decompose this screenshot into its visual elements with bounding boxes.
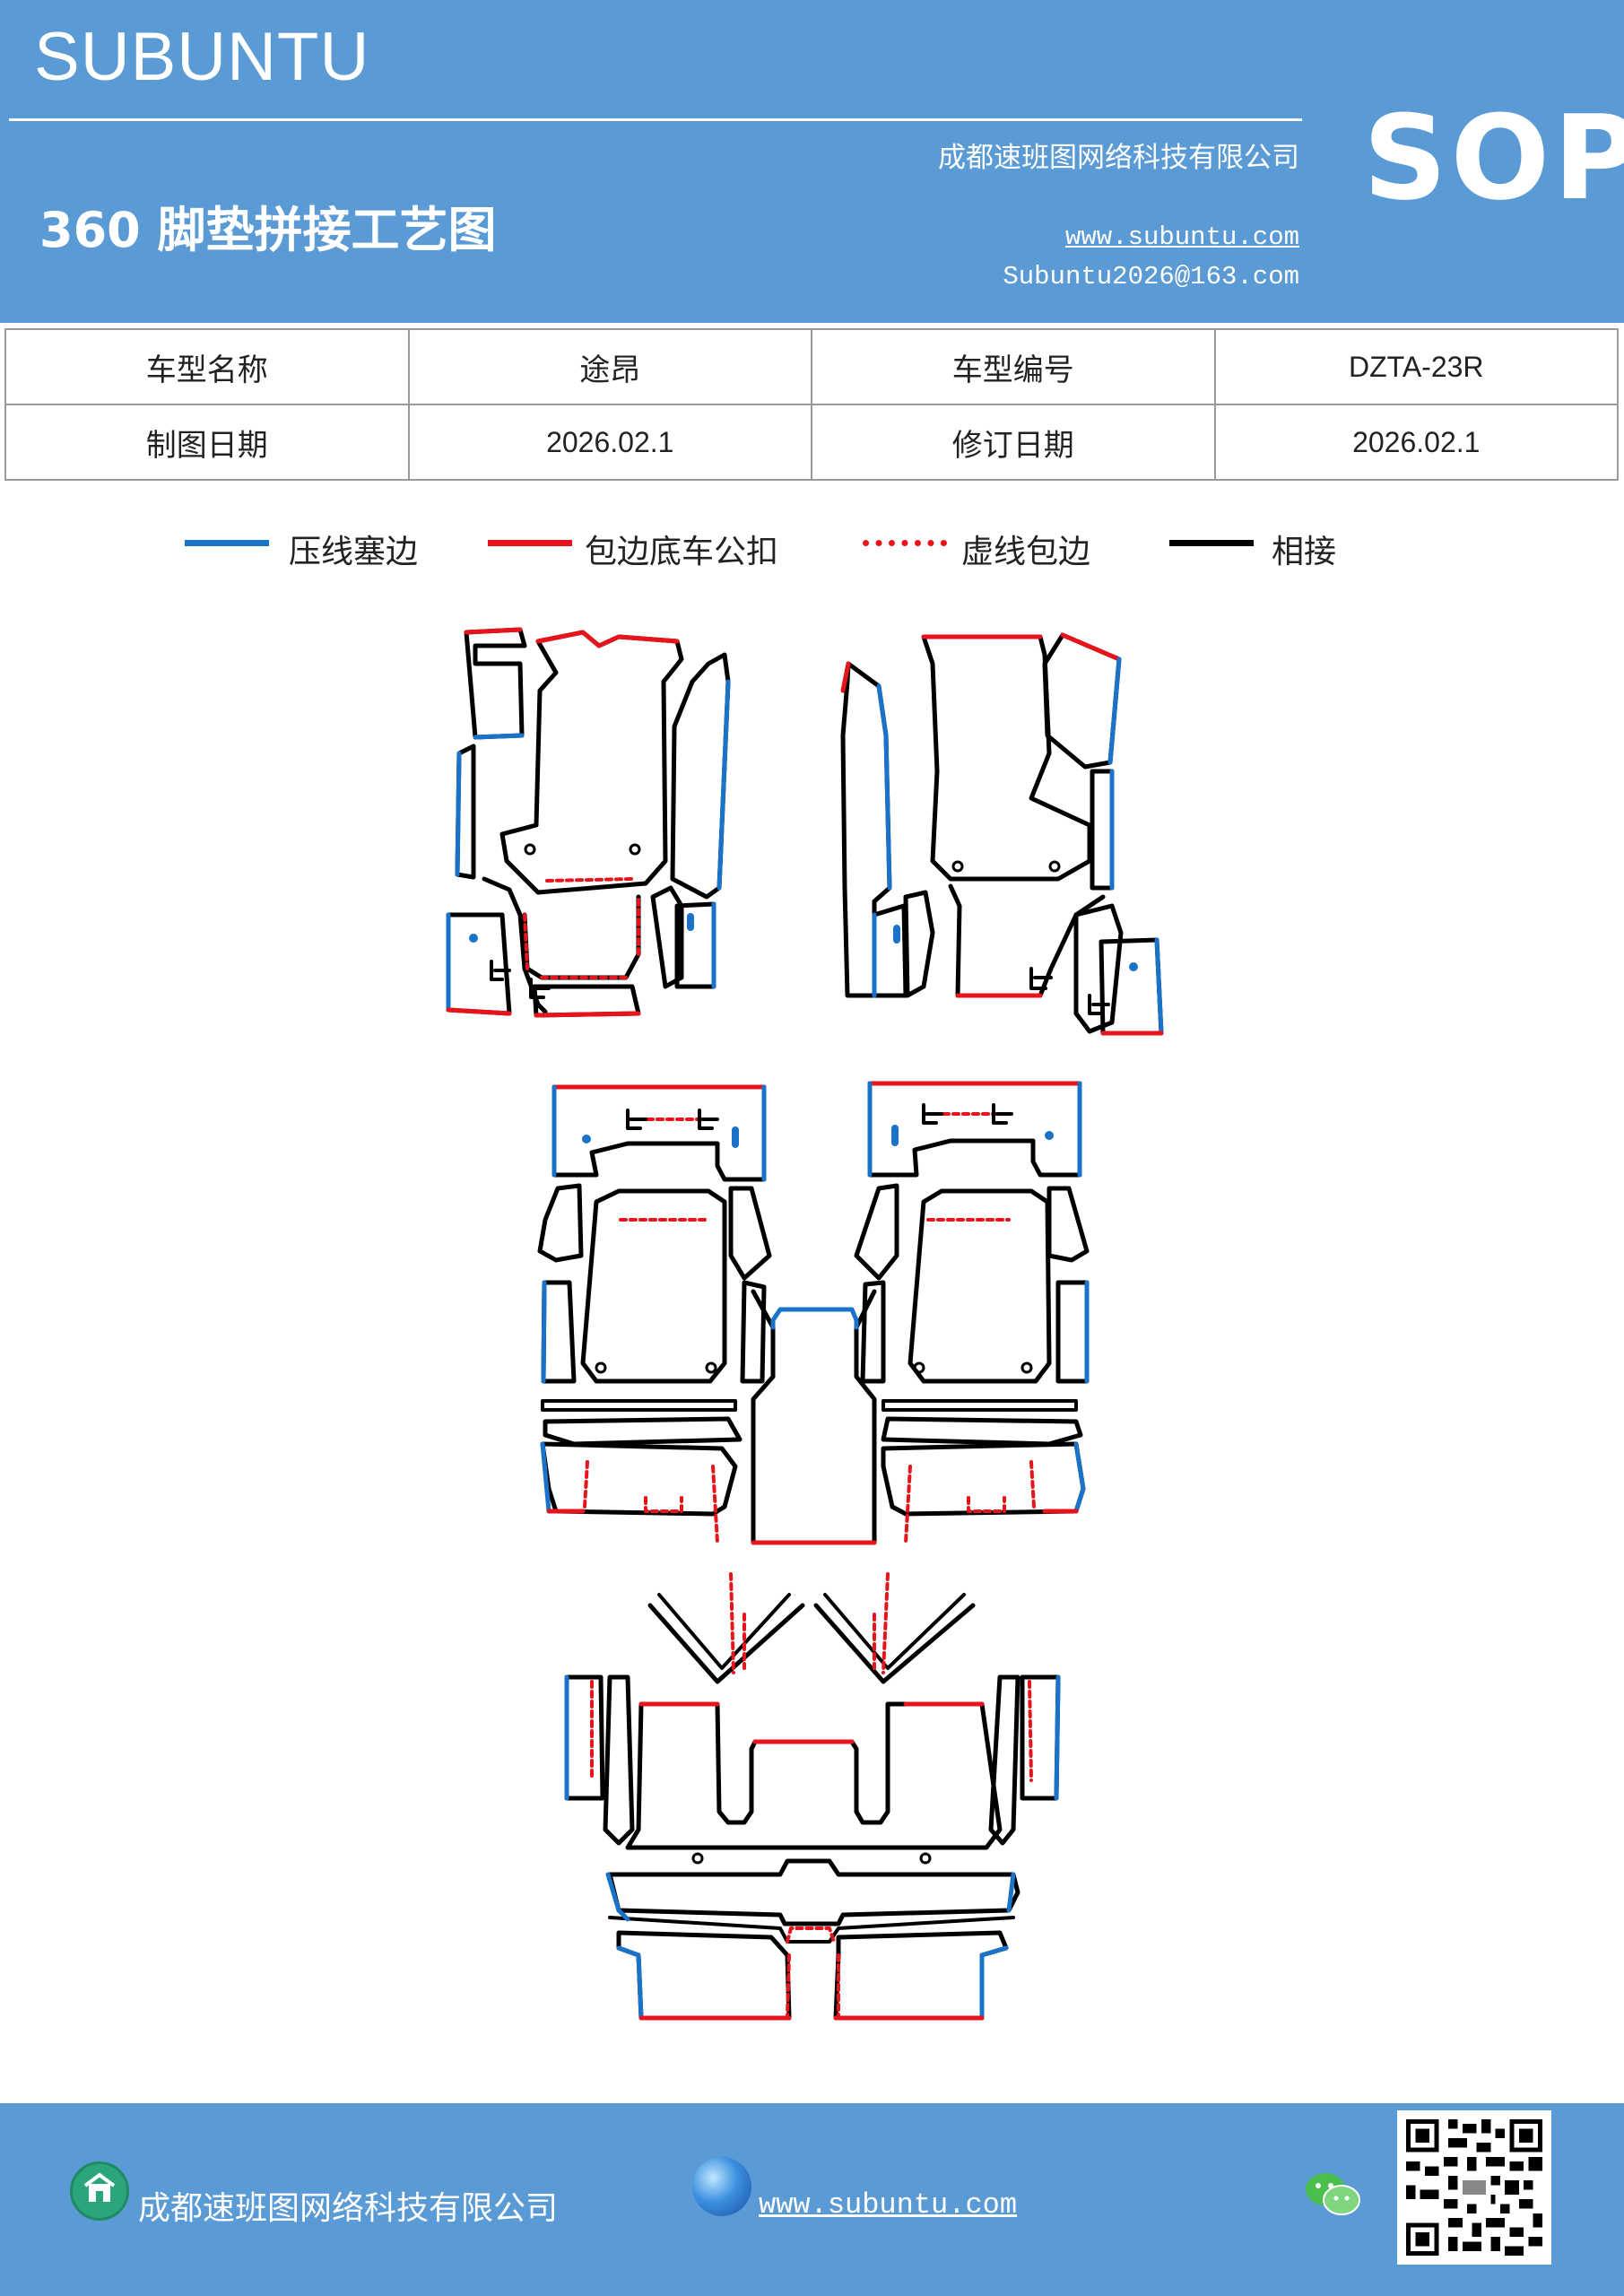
company-name: 成都速班图网络科技有限公司 [938, 142, 1299, 174]
table-row: 车型名称 途昂 车型编号 DZTA-23R [4, 328, 1619, 405]
legend-label: 包边底车公扣 [585, 534, 779, 570]
blue-line-swatch [185, 540, 269, 546]
table-cell: 车型编号 [811, 328, 1216, 405]
black-line-swatch [1169, 540, 1254, 546]
footer-banner: 成都速班图网络科技有限公司 www.subuntu.com [0, 2103, 1624, 2296]
floor-mat-diagram [0, 592, 1624, 2063]
table-cell: 车型名称 [4, 328, 410, 405]
legend-label: 压线塞边 [289, 534, 419, 570]
front-right-mat [840, 632, 1164, 1036]
email-link[interactable]: Subuntu2026@163.com [1003, 262, 1299, 291]
qr-code-icon [1397, 2110, 1551, 2265]
second-row-left-mat [537, 1084, 772, 1544]
table-cell: 途昂 [407, 328, 812, 405]
red-line-swatch [488, 540, 572, 546]
globe-icon [692, 2157, 751, 2216]
line-legend: 压线塞边 包边底车公扣 虚线包边 相接 [0, 520, 1624, 574]
header-divider [9, 118, 1302, 121]
building-icon [70, 2161, 129, 2221]
front-left-mat [446, 627, 731, 1018]
table-cell: DZTA-23R [1213, 328, 1619, 405]
legend-label: 虚线包边 [961, 534, 1091, 570]
second-row-right-mat [854, 1081, 1090, 1544]
table-row: 制图日期 2026.02.1 修订日期 2026.02.1 [4, 404, 1619, 481]
legend-label: 相接 [1272, 534, 1337, 570]
sop-badge: SOP [1363, 90, 1624, 226]
website-link[interactable]: www.subuntu.com [1064, 222, 1299, 252]
table-cell: 2026.02.1 [407, 404, 812, 481]
center-tunnel-mat [751, 1289, 877, 1545]
page-title: 360 脚垫拼接工艺图 [39, 202, 497, 258]
table-cell: 2026.02.1 [1213, 404, 1619, 481]
red-dotted-swatch [863, 540, 947, 546]
table-cell: 修订日期 [811, 404, 1216, 481]
wechat-icon[interactable] [1302, 2168, 1365, 2222]
brand-logo-text: SUBUNTU [34, 19, 370, 95]
vehicle-info-table: 车型名称 途昂 车型编号 DZTA-23R 制图日期 2026.02.1 修订日… [4, 328, 1619, 481]
table-cell: 制图日期 [4, 404, 410, 481]
footer-company-name: 成都速班图网络科技有限公司 [138, 2190, 559, 2227]
header-banner: SUBUNTU 成都速班图网络科技有限公司 360 脚垫拼接工艺图 www.su… [0, 0, 1624, 323]
third-row-mat [564, 1572, 1061, 2021]
footer-website-link[interactable]: www.subuntu.com [759, 2188, 1018, 2222]
